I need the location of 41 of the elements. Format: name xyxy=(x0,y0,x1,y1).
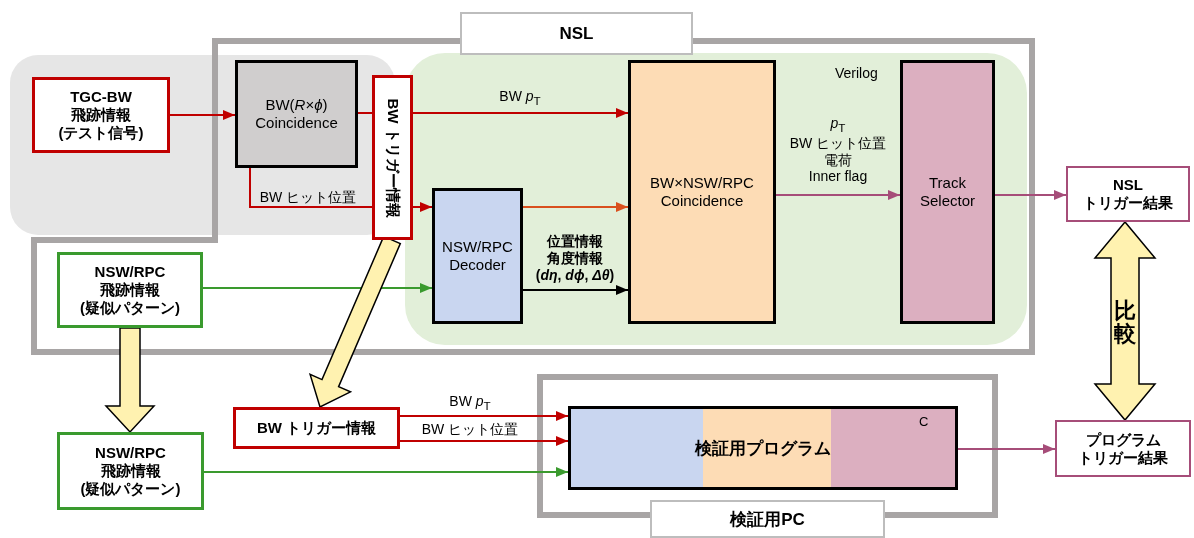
edge-label: BW p$_{T}$ xyxy=(499,88,541,108)
arrow xyxy=(399,411,569,421)
process-box: BW×NSW/RPC Coincidence xyxy=(628,60,776,324)
frame-title-tab: NSL xyxy=(460,12,693,55)
connector-line xyxy=(249,167,373,208)
connector-line xyxy=(357,112,373,114)
edge-label: 比較 xyxy=(1114,298,1136,346)
arrow xyxy=(775,190,901,200)
block-arrow xyxy=(104,327,156,434)
arrow xyxy=(203,467,569,477)
language-label: C xyxy=(919,414,929,429)
process-box: NSW/RPC Decoder xyxy=(432,188,523,324)
bar-label: 検証用プログラム xyxy=(695,437,831,460)
arrow xyxy=(202,283,433,293)
data-box: BW トリガー情報 xyxy=(233,407,400,449)
program-bar xyxy=(568,406,958,490)
arrow xyxy=(994,190,1067,200)
edge-label: 位置情報角度情報 (dη, dϕ, Δθ) xyxy=(535,232,615,284)
arrow xyxy=(169,110,236,120)
input-box: NSW/RPC 飛跡情報 (疑似パターン) xyxy=(57,252,203,328)
input-box: TGC-BW 飛跡情報 (テスト信号) xyxy=(32,77,170,153)
edge-label: BW p$_{T}$ xyxy=(449,393,491,413)
verilog-region xyxy=(405,53,1027,345)
process-box: BW(R×ϕ) Coincidence xyxy=(235,60,358,168)
edge-label: p$_{T}$ BW ヒット位置電荷Inner flag xyxy=(789,114,887,186)
arrow xyxy=(522,285,629,295)
edge-label: BW ヒット位置 xyxy=(421,420,519,438)
arrow xyxy=(412,202,433,212)
arrow xyxy=(957,444,1056,454)
frame-title-tab: 検証用PC xyxy=(650,500,885,538)
process-box: Track Selector xyxy=(900,60,995,324)
arrow xyxy=(522,202,629,212)
data-box: BW トリガー情報 xyxy=(372,75,413,240)
region-label: Verilog xyxy=(835,65,878,81)
result-box: プログラムトリガー結果 xyxy=(1055,420,1191,477)
block-arrow xyxy=(1093,220,1157,422)
input-box: NSW/RPC 飛跡情報 (疑似パターン) xyxy=(57,432,204,510)
result-box: NSL トリガー結果 xyxy=(1066,166,1190,222)
arrow xyxy=(412,108,629,118)
arrow xyxy=(399,436,569,446)
edge-label: BW ヒット位置 xyxy=(259,188,357,206)
